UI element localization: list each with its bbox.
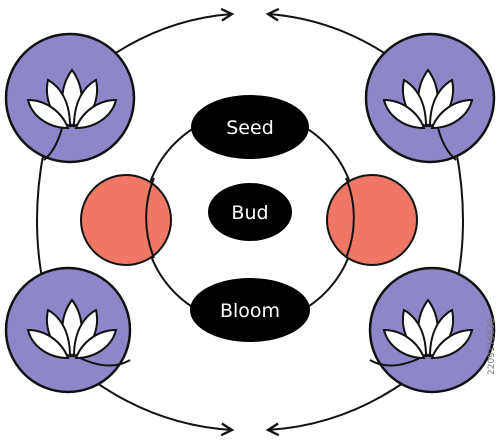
cycle-line-right (455, 149, 464, 289)
stage-pill-bud: Bud (208, 183, 292, 241)
stage-pill-seed: Seed (191, 95, 309, 159)
stage-label-bloom: Bloom (220, 300, 280, 322)
lotus-circle-bottom-left (4, 266, 132, 394)
watermark-id: 2209116838 (487, 317, 497, 375)
stage-pill-bloom: Bloom (190, 278, 310, 342)
lotus-circle-top-left (4, 32, 136, 164)
lotus-circle-top-right (364, 32, 496, 164)
coral-circle-right (326, 174, 418, 266)
lotus-circle-bottom-right (368, 266, 496, 394)
coral-circle-left (80, 174, 172, 266)
stage-label-seed: Seed (226, 117, 274, 139)
stage-label-bud: Bud (231, 202, 268, 224)
cycle-line-left (36, 149, 45, 289)
